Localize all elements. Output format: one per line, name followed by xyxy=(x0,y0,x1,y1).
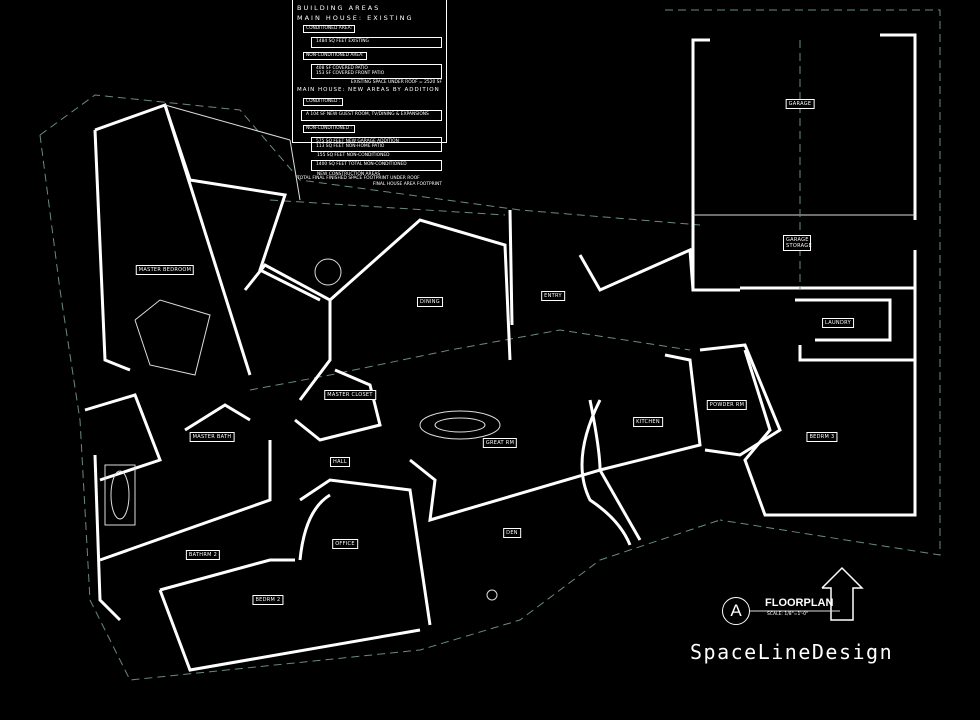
room-label-dining: DINING xyxy=(417,297,443,307)
existing-heading: MAIN HOUSE: EXISTING xyxy=(297,13,414,22)
conditioned-addition: A 104 SF NEW GUEST ROOM, TV/DINING & EXP… xyxy=(301,110,442,121)
conditioned-area-value: 1484 SQ FEET EXISTING xyxy=(311,37,442,48)
nonconditioned-total: 1400 SQ FEET TOTAL NON-CONDITIONED xyxy=(311,160,442,171)
nonconditioned-addition: 575 SQ FEET NEW GARAGE ADDITION 113 SQ F… xyxy=(311,137,442,152)
nonconditioned-line: 153 SF COVERED FRONT PATIO xyxy=(316,70,385,76)
nonconditioned-label: NON-CONDITIONED : xyxy=(303,124,355,134)
room-label-master-bath: MASTER BATH xyxy=(189,432,235,442)
legend-title: BUILDING AREAS xyxy=(297,4,381,12)
room-label-bedrm-3: BEDRM 3 xyxy=(806,432,838,442)
conditioned-label: CONDITIONED : xyxy=(303,97,344,107)
room-label-kitchen: KITCHEN xyxy=(633,417,663,427)
room-label-laundry: LAUNDRY xyxy=(822,318,854,328)
building-areas-legend: BUILDING AREAS MAIN HOUSE: EXISTING COND… xyxy=(292,0,447,187)
room-label-hall: HALL xyxy=(330,457,350,467)
nonconditioned-addition-line: 575 SQ FEET NEW GARAGE ADDITION xyxy=(316,139,399,145)
room-label-powder-rm: POWDER RM xyxy=(706,400,748,410)
drawing-marker: A xyxy=(722,597,750,625)
final-footprint: FINAL HOUSE AREA FOOTPRINT xyxy=(372,181,442,187)
room-label-bedrm-2: BEDRM 2 xyxy=(252,595,284,605)
room-label-great-rm: GREAT RM xyxy=(482,438,518,448)
room-label-office: OFFICE xyxy=(332,539,358,549)
brand-logo: SpaceLineDesign xyxy=(690,640,894,664)
new-construction: NEW CONSTRUCTION AREAS xyxy=(317,171,381,177)
drawing-scale: SCALE: 1/8"=1'-0" xyxy=(767,612,809,617)
existing-under-roof: EXISTING SPACE UNDER ROOF = 2520 SF xyxy=(350,80,442,86)
room-label-entry: ENTRY xyxy=(541,291,565,301)
nonconditioned-area-label: NON-CONDITIONED AREA: xyxy=(303,51,367,61)
nonconditioned-line: 408 SF COVERED PATIO xyxy=(316,66,368,72)
drawing-title: FLOORPLAN xyxy=(765,597,834,609)
room-label-bathrm-2: BATHRM 2 xyxy=(185,550,221,560)
conditioned-area-label: CONDITIONED AREA: xyxy=(303,25,355,34)
room-label-garage-storage: GARAGE STORAGE xyxy=(783,235,812,251)
room-label-garage: GARAGE xyxy=(785,99,815,109)
room-label-master-closet: MASTER CLOSET xyxy=(324,390,376,400)
nonconditioned-addition-line: 113 SQ FEET NON-HOME PATIO xyxy=(316,143,385,149)
addition-heading: MAIN HOUSE: NEW AREAS BY ADDITION xyxy=(297,87,440,94)
nonconditioned-lines: 408 SF COVERED PATIO 153 SF COVERED FRON… xyxy=(311,64,442,80)
total-footprint: TOTAL FINAL FINISHED SPACE FOOTPRINT UND… xyxy=(297,176,420,182)
room-label-den: DEN xyxy=(503,528,521,538)
nonconditioned-extra: 155 SQ FEET NON-CONDITIONED xyxy=(317,152,390,158)
room-label-master-bedroom: MASTER BEDROOM xyxy=(135,265,195,275)
